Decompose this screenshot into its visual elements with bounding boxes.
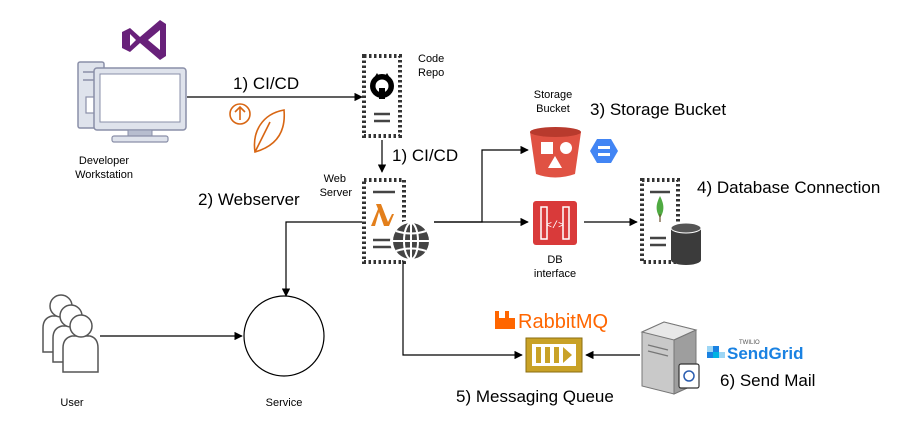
database-server <box>640 178 702 265</box>
step-storage-bucket: 3) Storage Bucket <box>590 100 726 119</box>
edge-webserver-to-service <box>281 221 362 297</box>
webserver-label-1: Web <box>324 173 346 185</box>
rabbitmq-logo: RabbitMQ <box>495 311 608 333</box>
cicd-icon <box>229 103 285 154</box>
user-label: User <box>60 397 84 409</box>
users-icon <box>42 294 99 373</box>
globe-icon <box>390 220 432 262</box>
repo-label-1: Code <box>418 53 444 65</box>
s3-bucket-icon <box>530 127 581 178</box>
mail-server-icon <box>640 321 700 395</box>
sendgrid-logo: TWILIO SendGrid <box>707 340 804 363</box>
step-cicd-1: 1) CI/CD <box>233 74 299 93</box>
database-icon <box>670 222 702 265</box>
dbinterface-label-1: DB <box>547 254 562 266</box>
edge-webserver-to-queue <box>402 262 523 360</box>
rabbitmq-wordmark: RabbitMQ <box>518 311 608 333</box>
sendgrid-icon <box>707 346 725 358</box>
queue-icon <box>525 337 583 373</box>
github-icon <box>370 73 394 99</box>
step-cicd-2: 1) CI/CD <box>392 146 458 165</box>
storage-label-1: Storage <box>534 89 573 101</box>
step-webserver: 2) Webserver <box>198 190 300 209</box>
dbinterface-label-2: interface <box>534 268 576 280</box>
svg-text:</>: </> <box>546 220 564 232</box>
storage-label-2: Bucket <box>536 103 570 115</box>
api-gateway-icon: </> <box>533 201 577 245</box>
gcp-storage-icon <box>590 139 618 163</box>
connectors <box>100 92 640 360</box>
step-messaging-queue: 5) Messaging Queue <box>456 387 614 406</box>
service-label: Service <box>266 397 303 409</box>
mongodb-icon <box>656 196 664 222</box>
step-send-mail: 6) Send Mail <box>720 371 815 390</box>
developer-label-1: Developer <box>79 155 129 167</box>
repo-label-2: Repo <box>418 67 444 79</box>
visual-studio-icon <box>122 20 166 60</box>
web-server <box>362 178 432 264</box>
lambda-icon <box>371 204 394 226</box>
step-database-connection: 4) Database Connection <box>697 178 880 197</box>
code-repo <box>362 54 402 138</box>
storage-bucket <box>530 127 618 178</box>
service-node <box>243 295 325 377</box>
developer-workstation: Developer Workstation <box>75 20 285 181</box>
webserver-label-2: Server <box>320 187 353 199</box>
sendgrid-wordmark: SendGrid <box>727 344 804 363</box>
workstation-icon <box>77 61 187 143</box>
developer-label-2: Workstation <box>75 169 133 181</box>
sendgrid-twilio: TWILIO <box>739 340 760 346</box>
